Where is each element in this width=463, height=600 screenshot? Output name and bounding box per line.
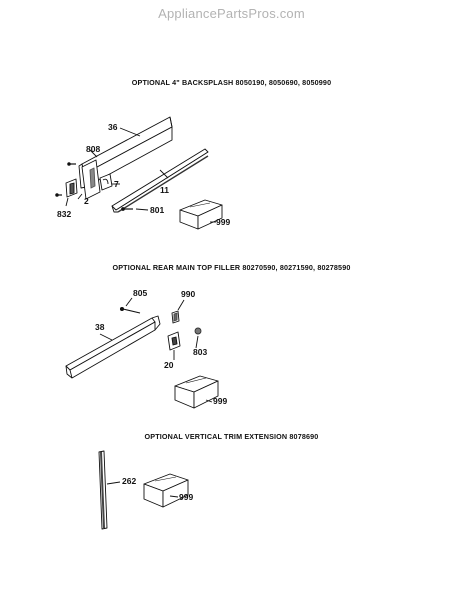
- section-title-trim-extension: OPTIONAL VERTICAL TRIM EXTENSION 8078690: [144, 432, 319, 441]
- part-label-999-section3: 999: [179, 492, 194, 502]
- clip-990: [171, 310, 180, 324]
- part-label-36: 36: [108, 122, 118, 132]
- filler-rail-38: [65, 315, 161, 379]
- screw-805: [119, 306, 141, 314]
- part-label-801: 801: [150, 205, 165, 215]
- nut-803: [194, 327, 202, 335]
- vertical-trim-262: [98, 450, 108, 530]
- parts-box-section1: [179, 199, 223, 230]
- part-label-20: 20: [164, 360, 174, 370]
- parts-box-section2: [174, 375, 219, 409]
- screws-section1: [55, 162, 133, 211]
- watermark: AppliancePartsPros.com: [158, 6, 305, 21]
- section-title-backsplash: OPTIONAL 4" BACKSPLASH 8050190, 8050690,…: [131, 78, 332, 87]
- part-label-7: 7: [114, 179, 119, 189]
- part-label-803: 803: [193, 347, 208, 357]
- end-cap-bracket: [81, 159, 113, 200]
- part-label-38: 38: [95, 322, 105, 332]
- part-label-805: 805: [133, 288, 148, 298]
- part-label-999-section1: 999: [216, 217, 231, 227]
- parts-box-section3: [143, 473, 189, 508]
- trim-strip-11: [111, 148, 209, 213]
- bracket-20: [167, 331, 181, 351]
- part-label-808: 808: [86, 144, 101, 154]
- side-bracket: [65, 178, 78, 198]
- part-label-990: 990: [181, 289, 196, 299]
- part-label-11: 11: [160, 185, 169, 195]
- part-label-2: 2: [84, 196, 89, 206]
- part-label-999-section2: 999: [213, 396, 228, 406]
- part-label-832: 832: [57, 209, 72, 219]
- part-label-262: 262: [122, 476, 137, 486]
- section-title-rear-filler: OPTIONAL REAR MAIN TOP FILLER 80270590, …: [112, 263, 351, 272]
